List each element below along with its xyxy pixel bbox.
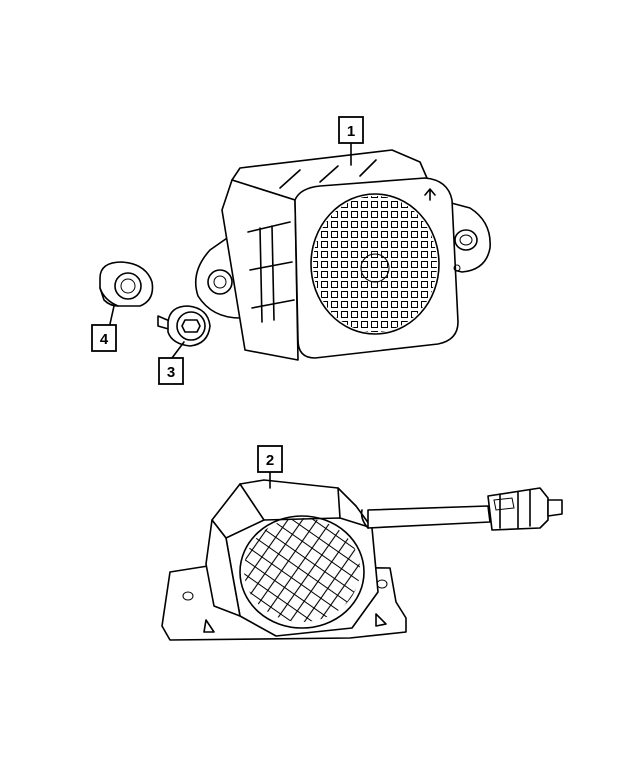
callout-4-label: 4: [100, 331, 109, 348]
callout-2: 2: [257, 445, 283, 489]
part-1-alarm-horn: [194, 149, 491, 361]
callout-3: 3: [158, 341, 185, 385]
part-3-screw: [157, 305, 211, 347]
callout-1-label: 1: [347, 123, 355, 140]
callout-4: 4: [91, 305, 117, 352]
part-2-backup-alarm: [161, 479, 563, 641]
callout-3-label: 3: [167, 364, 175, 381]
callout-2-label: 2: [266, 452, 274, 469]
callout-1: 1: [338, 116, 364, 166]
part-4-nut: [99, 261, 154, 307]
